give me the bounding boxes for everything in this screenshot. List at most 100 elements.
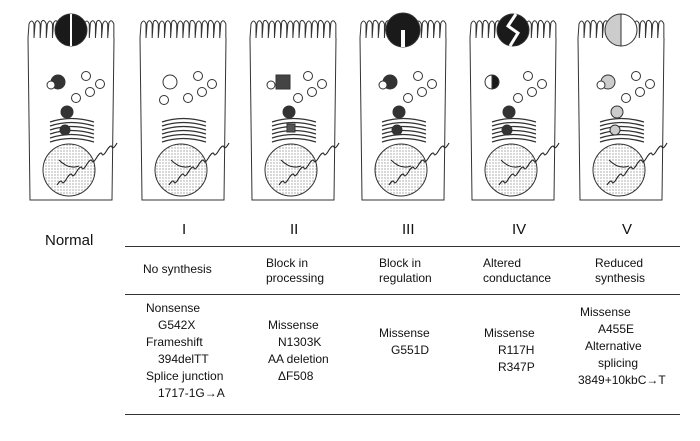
- golgi-cisterna: [161, 137, 207, 143]
- golgi-cisterna: [599, 129, 645, 135]
- dna-strand: [170, 159, 192, 168]
- microvilli: [139, 19, 227, 39]
- channel-half: [620, 13, 638, 47]
- channel-half: [604, 13, 622, 47]
- nucleus: [374, 143, 428, 197]
- vesicle: [635, 87, 645, 97]
- nucleus: [264, 143, 318, 197]
- mutation-line: G542X: [158, 318, 196, 332]
- golgi-cisterna: [381, 117, 427, 123]
- mutation-line: Missense: [379, 326, 430, 340]
- golgi-cisterna: [599, 121, 645, 127]
- cell-membrane: [27, 37, 115, 201]
- vesicle: [162, 74, 178, 90]
- description-class-v: Reduced synthesis: [595, 256, 645, 286]
- golgi-protein: [59, 124, 71, 136]
- golgi-cisterna: [161, 117, 207, 123]
- description-line: Reduced: [595, 256, 644, 270]
- mutation-line: splicing: [598, 356, 639, 370]
- description-line: No synthesis: [143, 262, 212, 276]
- description-class-ii: Block in processing: [266, 256, 324, 286]
- description-class-iii: Block in regulation: [379, 256, 432, 286]
- description-line: Block in: [379, 256, 422, 270]
- table-rule-middle: [125, 294, 680, 295]
- vesicle: [317, 79, 327, 89]
- golgi-cisterna: [599, 133, 645, 139]
- description-class-i: No synthesis: [143, 262, 212, 277]
- golgi-cisterna: [161, 125, 207, 131]
- golgi-protein: [391, 124, 403, 136]
- dna-helix: [388, 142, 450, 186]
- golgi-cisterna: [381, 133, 427, 139]
- cell-class-iii: [359, 12, 450, 201]
- cell-diagram-row: [27, 12, 668, 201]
- vesicle: [596, 80, 606, 90]
- vesicle: [293, 93, 303, 103]
- golgi-cisterna: [381, 137, 427, 143]
- mutations-class-i: Nonsense G542X Frameshift 394delTT Splic…: [146, 300, 225, 402]
- golgi-cisterna: [49, 137, 95, 143]
- vesicle: [71, 93, 81, 103]
- mutations-class-ii: Missense N1303K AA deletion ΔF508: [268, 317, 329, 385]
- vesicle: [197, 87, 207, 97]
- golgi-cisterna: [49, 125, 95, 131]
- cell-class-ii: [249, 19, 340, 201]
- vesicle: [183, 93, 193, 103]
- dna-strand: [608, 159, 630, 168]
- golgi-cisterna: [599, 117, 645, 123]
- mutation-line: G551D: [391, 343, 430, 357]
- golgi-cisterna: [161, 133, 207, 139]
- mutation-line: R347P: [498, 360, 535, 374]
- golgi-cisterna: [599, 125, 645, 131]
- cell-membrane: [359, 37, 447, 201]
- class-numeral-iii: III: [402, 221, 415, 238]
- vesicle: [491, 74, 500, 90]
- description-line: processing: [266, 271, 325, 285]
- golgi-cisterna: [491, 121, 537, 127]
- golgi-protein: [501, 124, 513, 136]
- vesicle: [303, 71, 313, 81]
- nucleus: [592, 143, 646, 197]
- misfolded-protein: [275, 74, 291, 90]
- vesicle: [159, 95, 169, 105]
- description-line: synthesis: [595, 271, 646, 285]
- golgi-cisterna: [49, 121, 95, 127]
- vesicle: [307, 87, 317, 97]
- class-numeral-i: I: [182, 221, 187, 238]
- mutation-line: Splice junction: [146, 369, 224, 383]
- description-line: Block in: [266, 256, 309, 270]
- mutation-line: R117H: [498, 343, 535, 357]
- channel-altered-pore: [505, 13, 521, 47]
- mutations-class-v: Missense A455E Alternative splicing 3849…: [578, 304, 666, 389]
- mutations-class-iii: Missense G551D: [379, 325, 430, 359]
- mutation-line: Missense: [484, 326, 535, 340]
- dna-strand: [280, 159, 302, 168]
- dna-helix: [56, 142, 118, 186]
- table-rule-bottom: [125, 414, 680, 415]
- nucleus: [42, 143, 96, 197]
- mutation-line: Alternative: [585, 339, 642, 353]
- vesicle: [427, 79, 437, 89]
- class-numeral-v: V: [622, 221, 633, 238]
- description-line: conductance: [483, 271, 552, 285]
- description-line: regulation: [379, 271, 432, 285]
- mutation-line: N1303K: [278, 335, 322, 349]
- dna-helix: [278, 142, 340, 186]
- normal-label: Normal: [45, 232, 94, 249]
- cell-membrane: [139, 37, 227, 201]
- mutation-line: Missense: [268, 318, 319, 332]
- vesicle: [193, 71, 203, 81]
- microvilli: [249, 19, 337, 39]
- vesicle: [207, 79, 217, 89]
- vesicle: [266, 80, 276, 90]
- vesicle: [417, 87, 427, 97]
- vesicle: [484, 74, 493, 90]
- mutation-line: AA deletion: [268, 352, 329, 366]
- vesicle: [95, 79, 105, 89]
- golgi-cisterna: [271, 117, 317, 123]
- mutation-line: ΔF508: [278, 369, 314, 383]
- cell-membrane: [469, 37, 557, 201]
- description-class-iv: Altered conductance: [483, 256, 551, 286]
- cell-class-i: [139, 19, 230, 201]
- er-retained-protein: [286, 123, 296, 133]
